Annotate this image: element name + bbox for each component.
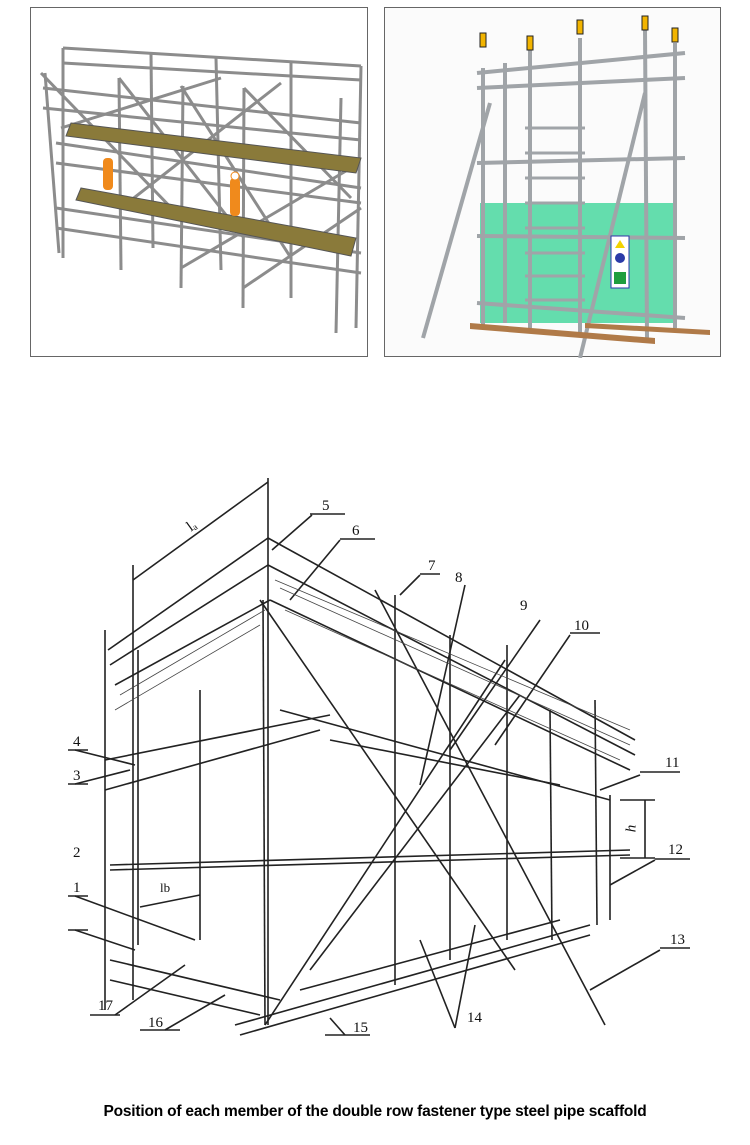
label-11: 11: [665, 755, 680, 771]
label-6: 6: [352, 523, 360, 539]
label-3: 3: [73, 768, 81, 784]
label-14: 14: [467, 1010, 482, 1026]
label-13: 13: [670, 932, 685, 948]
label-10: 10: [574, 618, 589, 634]
label-4: 4: [73, 734, 81, 750]
label-15: 15: [353, 1020, 368, 1036]
dimension-h: h: [623, 824, 640, 833]
worker-figure: [103, 158, 240, 216]
frame-scaffold-render: [30, 7, 368, 357]
label-2: 2: [73, 845, 81, 861]
label-1: 1: [73, 880, 81, 896]
label-7: 7: [428, 558, 436, 574]
label-9: 9: [520, 598, 528, 614]
label-12: 12: [668, 842, 683, 858]
figure-caption: Position of each member of the double ro…: [103, 1103, 647, 1120]
safety-sign: [610, 235, 630, 289]
cuplock-tower-render: [384, 7, 721, 358]
label-5: 5: [322, 498, 330, 514]
label-16: 16: [148, 1015, 163, 1031]
frame-scaffold-illustration: [39, 46, 363, 334]
label-8: 8: [455, 570, 463, 586]
scaffold-member-diagram: 5 6 7 8 9 10 11 12 13 14 15 16 17 1 2 3 …: [0, 470, 750, 1070]
dimension-lb: lb: [160, 880, 171, 895]
label-17: 17: [98, 998, 113, 1014]
cuplock-tower-illustration: [421, 15, 710, 358]
scaffold-line-drawing: [68, 478, 690, 1036]
